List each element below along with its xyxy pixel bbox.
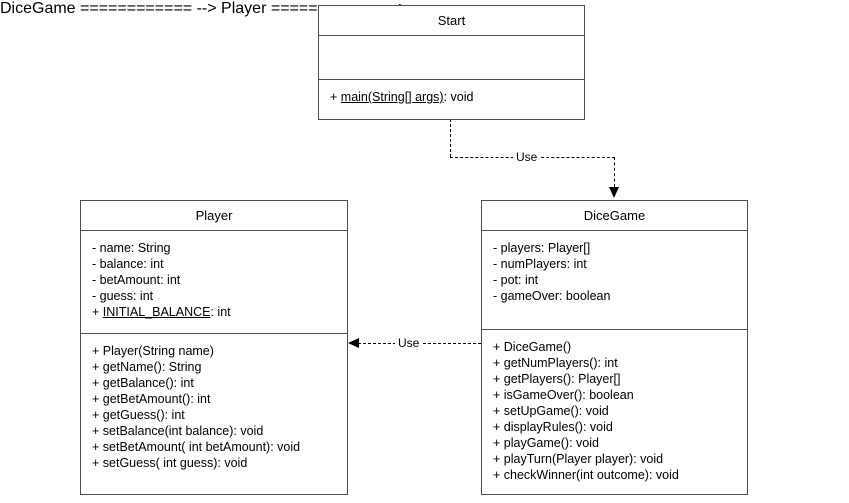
dependency-dicegame-player-arrowhead [348, 338, 359, 348]
uml-member-line: + DiceGame() [493, 340, 572, 354]
uml-member-line: + displayRules(): void [493, 420, 613, 434]
dependency-dicegame-player-label: Use [395, 336, 423, 350]
uml-class-dicegame[interactable]: DiceGame - players: Player[] - numPlayer… [481, 200, 748, 495]
uml-class-dicegame-attributes: - players: Player[] - numPlayers: int - … [482, 231, 747, 330]
uml-class-player-methods: + Player(String name) + getName(): Strin… [81, 334, 347, 494]
uml-member-return-type: void [450, 90, 474, 104]
uml-member-line: + setBalance(int balance): void [92, 424, 264, 438]
uml-class-player-title: Player [81, 201, 347, 231]
uml-member-static-name: INITIAL_BALANCE [102, 305, 211, 319]
uml-member-line: - gameOver: boolean [493, 289, 611, 303]
uml-member-line: + Player(String name) [92, 344, 214, 358]
uml-member-line: + checkWinner(int outcome): void [493, 468, 679, 482]
uml-member-line: + isGameOver(): boolean [493, 388, 634, 402]
uml-member-line: + getBalance(): int [92, 376, 194, 390]
uml-member-line: - numPlayers: int [493, 257, 587, 271]
dependency-start-dicegame-label: Use [513, 150, 541, 164]
uml-member-line: + INITIAL_BALANCE: int [92, 305, 231, 319]
uml-member-line: - betAmount: int [92, 273, 181, 287]
uml-member-line: + getBetAmount(): int [92, 392, 211, 406]
dependency-start-dicegame-segment-vertical-2 [614, 157, 615, 187]
uml-class-start-methods: + main(String[] args): void [319, 80, 584, 119]
uml-member-line: + playTurn(Player player): void [493, 452, 664, 466]
uml-member-line: + main(String[] args): void [330, 90, 474, 104]
uml-member-line: + setGuess( int guess): void [92, 456, 248, 470]
uml-member-line: + setBetAmount( int betAmount): void [92, 440, 301, 454]
dependency-start-dicegame-segment-vertical-1 [450, 119, 451, 157]
uml-class-player-attributes: - name: String - balance: int - betAmoun… [81, 231, 347, 334]
uml-class-start-title: Start [319, 6, 584, 36]
uml-member-line: - guess: int [92, 289, 154, 303]
dependency-start-dicegame-arrowhead [609, 187, 619, 198]
uml-class-start-attributes [319, 36, 584, 80]
uml-member-line: - name: String [92, 241, 171, 255]
uml-member-line: + getNumPlayers(): int [493, 356, 618, 370]
uml-member-line: + getGuess(): int [92, 408, 185, 422]
uml-member-line: + getPlayers(): Player[] [493, 372, 621, 386]
uml-member-static-name: main(String[] args) [340, 90, 444, 104]
uml-class-player[interactable]: Player - name: String - balance: int - b… [80, 200, 348, 495]
uml-member-line: + setUpGame(): void [493, 404, 609, 418]
uml-member-line: - players: Player[] [493, 241, 591, 255]
uml-member-return-type: int [217, 305, 231, 319]
uml-member-line: + getName(): String [92, 360, 202, 374]
uml-member-line: - pot: int [493, 273, 539, 287]
uml-member-line: - balance: int [92, 257, 164, 271]
uml-class-start[interactable]: Start + main(String[] args): void [318, 5, 585, 120]
uml-class-dicegame-methods: + DiceGame() + getNumPlayers(): int + ge… [482, 330, 747, 494]
uml-member-line: + playGame(): void [493, 436, 599, 450]
uml-class-dicegame-title: DiceGame [482, 201, 747, 231]
